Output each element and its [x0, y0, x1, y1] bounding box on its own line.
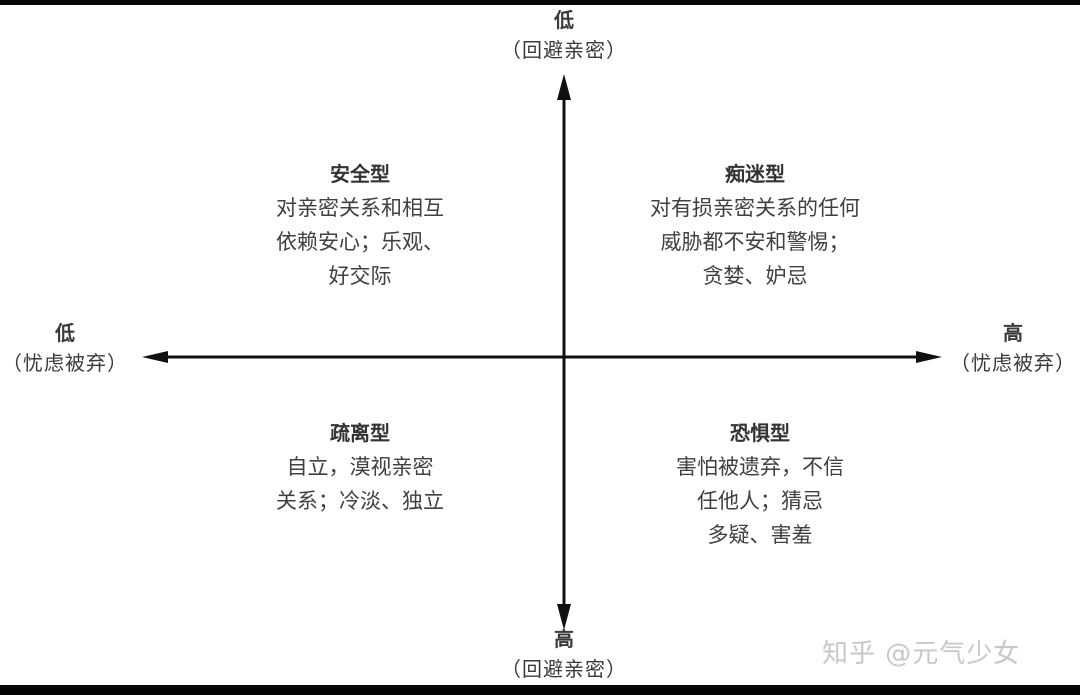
axis-left-name: （忧虑被弃）: [2, 351, 128, 375]
quadrant-line: 自立，漠视亲密: [286, 455, 434, 479]
quadrant-line: 对有损亲密关系的任何: [650, 196, 860, 220]
axis-bottom-name: （回避亲密）: [501, 657, 627, 681]
quadrant-line: 任他人；猜忌: [697, 489, 823, 513]
quadrant-dismissive: 疏离型 自立，漠视亲密 关系；冷淡、独立: [210, 416, 510, 518]
axis-label-right: 高 （忧虑被弃）: [938, 318, 1080, 378]
quadrant-line: 贪婪、妒忌: [702, 264, 808, 288]
quadrant-title: 安全型: [330, 162, 390, 186]
arrow-right-icon: [916, 351, 942, 363]
top-frame-bar: [0, 0, 1080, 5]
arrow-left-icon: [142, 351, 168, 363]
horizontal-axis: [142, 351, 942, 363]
axis-top-name: （回避亲密）: [501, 38, 627, 62]
quadrant-fearful: 恐惧型 害怕被遗弃，不信 任他人；猜忌 多疑、害羞: [610, 416, 910, 552]
axis-label-left: 低 （忧虑被弃）: [0, 318, 140, 378]
arrow-down-icon: [557, 604, 571, 630]
bottom-frame-bar: [0, 685, 1080, 695]
quadrant-line: 对亲密关系和相互: [276, 196, 444, 220]
quadrant-title: 恐惧型: [730, 421, 790, 445]
quadrant-secure: 安全型 对亲密关系和相互 依赖安心；乐观、 好交际: [220, 157, 500, 293]
axis-right-level: 高: [1003, 321, 1023, 345]
quadrant-preoccupied: 痴迷型 对有损亲密关系的任何 威胁都不安和警惕； 贪婪、妒忌: [600, 157, 910, 293]
quadrant-title: 痴迷型: [725, 162, 785, 186]
axis-label-bottom: 高 （回避亲密）: [484, 624, 644, 684]
watermark: 知乎 @元气少女: [822, 639, 1021, 669]
quadrant-title: 疏离型: [330, 421, 390, 445]
axis-label-top: 低 （回避亲密）: [484, 5, 644, 65]
vertical-axis: [557, 74, 571, 630]
arrow-up-icon: [557, 74, 571, 100]
quadrant-line: 关系；冷淡、独立: [276, 489, 444, 513]
axis-top-level: 低: [554, 8, 574, 32]
axis-left-level: 低: [55, 321, 75, 345]
quadrant-line: 害怕被遗弃，不信: [676, 455, 844, 479]
quadrant-line: 多疑、害羞: [707, 523, 813, 547]
quadrant-line: 威胁都不安和警惕；: [660, 230, 850, 254]
axis-bottom-level: 高: [554, 627, 574, 651]
quadrant-line: 好交际: [328, 264, 392, 288]
quadrant-line: 依赖安心；乐观、: [276, 230, 444, 254]
axis-right-name: （忧虑被弃）: [950, 351, 1076, 375]
